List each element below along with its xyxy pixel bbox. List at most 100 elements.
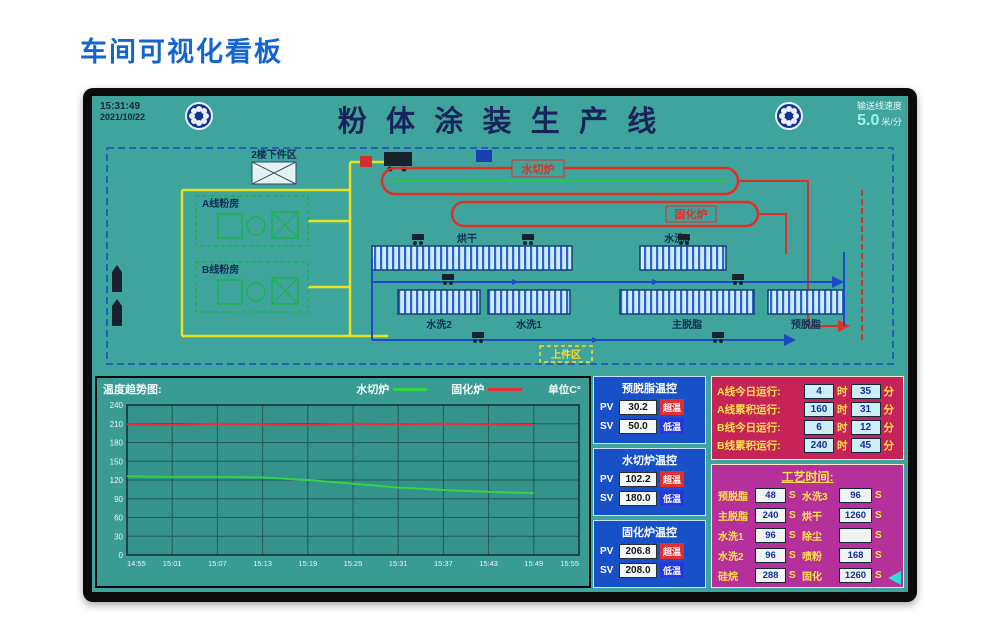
over-temp-badge: 超温 — [660, 543, 685, 559]
dust-collector-icons — [112, 265, 122, 326]
svg-text:240: 240 — [110, 401, 124, 410]
svg-text:0: 0 — [119, 551, 124, 560]
trend-title: 温度趋势图: — [103, 384, 162, 396]
process-mimic: 2楼下件区 A线粉房 B线粉房 — [106, 147, 894, 365]
sv-setpoint[interactable]: 50.0 — [619, 418, 657, 434]
tank-pre-degrease: 预脱脂 — [767, 289, 845, 331]
process-time-value[interactable]: 240 — [755, 508, 786, 523]
temp-panel-water-furnace: 水切炉温控 PV 102.2 超温 SV 180.0 低温 — [593, 448, 706, 516]
svg-text:15:31: 15:31 — [389, 559, 408, 568]
process-time-value[interactable]: 1260 — [839, 568, 872, 583]
conveyor-speed-value: 5.0 — [857, 112, 880, 129]
svg-text:15:43: 15:43 — [479, 559, 498, 568]
sv-setpoint[interactable]: 180.0 — [619, 490, 657, 506]
process-time-value[interactable]: 168 — [839, 548, 872, 563]
process-time-title: 工艺时间: — [781, 470, 834, 484]
process-time-value[interactable]: 48 — [755, 488, 786, 503]
legend-water-furnace: 水切炉 — [356, 381, 428, 397]
svg-text:15:37: 15:37 — [434, 559, 453, 568]
runtime-minutes: 12 — [850, 419, 881, 435]
tank-main-degrease: 主脱脂 — [619, 289, 755, 331]
low-temp-badge: 低温 — [660, 562, 685, 578]
temp-panel-title: 固化炉温控 — [622, 527, 677, 539]
label-water-furnace: 水切炉 — [522, 162, 555, 176]
tank-wash1: 水洗1 — [487, 289, 571, 331]
runtime-row: A线累积运行: 160 时 31 分 — [717, 401, 894, 417]
pv-value: 30.2 — [619, 399, 657, 415]
furnace-connectors-red — [738, 180, 863, 342]
svg-text:90: 90 — [114, 495, 123, 504]
process-time-value[interactable]: 96 — [839, 488, 872, 503]
pv-value: 102.2 — [619, 471, 657, 487]
mimic-border — [106, 147, 894, 365]
temp-panel-title: 水切炉温控 — [622, 455, 677, 467]
trend-series-0 — [126, 475, 534, 495]
process-time-value[interactable]: 96 — [755, 548, 786, 563]
cure-furnace-loop: 固化炉 — [450, 200, 760, 228]
svg-text:150: 150 — [110, 457, 124, 466]
process-time-value[interactable]: 96 — [755, 528, 786, 543]
powder-room-b: B线粉房 — [195, 261, 309, 313]
temp-panel-pre-degrease: 预脱脂温控 PV 30.2 超温 SV 50.0 低温 — [593, 376, 706, 444]
runtime-minutes: 31 — [850, 401, 881, 417]
water-furnace-loop: 水切炉 — [380, 159, 740, 196]
factory-logo-icon — [775, 102, 803, 130]
temp-panel-cure-furnace: 固化炉温控 PV 206.8 超温 SV 208.0 低温 — [593, 520, 706, 588]
sv-row: SV 208.0 低温 — [594, 559, 705, 578]
runtime-minutes: 35 — [850, 383, 881, 399]
label-pre-degrease: 预脱脂 — [791, 318, 821, 331]
label-dry-oven: 烘干 — [457, 232, 477, 245]
sv-row: SV 180.0 低温 — [594, 487, 705, 506]
page-title: 车间可视化看板 — [80, 37, 283, 67]
conveyor-speed-unit: 米/分 — [881, 117, 902, 127]
low-temp-badge: 低温 — [660, 490, 685, 506]
pv-value: 206.8 — [619, 543, 657, 559]
process-time-grid: 预脱脂 48 S 水洗3 96 S 主脱脂 240 S 烘干 1260 S 水洗… — [718, 488, 882, 583]
sv-row: SV 50.0 低温 — [594, 415, 705, 434]
sv-setpoint[interactable]: 208.0 — [619, 562, 657, 578]
label-powder-room-b: B线粉房 — [202, 263, 239, 276]
process-time-value[interactable] — [839, 528, 872, 543]
trend-unit-label: 单位C° — [548, 383, 581, 396]
pv-row: PV 102.2 超温 — [594, 468, 705, 487]
clock-date: 2021/10/22 — [100, 112, 146, 122]
over-temp-badge: 超温 — [660, 471, 685, 487]
label-wash1: 水洗1 — [515, 318, 542, 331]
svg-text:15:55: 15:55 — [560, 559, 579, 568]
runtime-hours: 240 — [804, 437, 834, 453]
conveyor-speed-label: 输送线速度 — [856, 101, 902, 111]
label-cure-furnace: 固化炉 — [675, 207, 708, 221]
tank-wash2: 水洗2 — [397, 289, 481, 331]
process-time-value[interactable]: 288 — [755, 568, 786, 583]
overhead-conveyor-yellow — [180, 160, 394, 338]
label-powder-room-a: A线粉房 — [202, 197, 239, 210]
svg-text:180: 180 — [110, 439, 124, 448]
legend-line-red — [488, 387, 523, 391]
trend-header: 温度趋势图: 水切炉 固化炉 单位C° — [97, 378, 589, 397]
runtime-hours: 4 — [804, 383, 834, 399]
svg-text:30: 30 — [114, 532, 123, 541]
factory-logo-icon — [185, 102, 213, 130]
monitor-frame: 15:31:49 2021/10/22 粉 体 涂 装 生 产 线 — [83, 88, 917, 602]
tank-wash3: 水洗3 — [639, 232, 727, 271]
svg-text:15:01: 15:01 — [163, 559, 182, 568]
label-load-area: 上件区 — [551, 348, 581, 361]
runtime-row: B线累积运行: 240 时 45 分 — [717, 437, 894, 453]
legend-line-green — [393, 387, 428, 391]
clock-time: 15:31:49 — [100, 101, 141, 112]
svg-text:60: 60 — [114, 514, 123, 523]
process-time-value[interactable]: 1260 — [839, 508, 872, 523]
nav-arrow-icon[interactable] — [888, 571, 901, 585]
trend-series-1 — [126, 422, 534, 427]
tank-dry-oven: 烘干 — [371, 232, 573, 271]
runtime-row: A线今日运行: 4 时 35 分 — [717, 383, 894, 399]
pv-row: PV 206.8 超温 — [594, 540, 705, 559]
runtime-hours: 160 — [804, 401, 834, 417]
hmi-screen: 15:31:49 2021/10/22 粉 体 涂 装 生 产 线 — [92, 96, 908, 592]
svg-text:15:49: 15:49 — [524, 559, 543, 568]
svg-text:15:25: 15:25 — [344, 559, 363, 568]
